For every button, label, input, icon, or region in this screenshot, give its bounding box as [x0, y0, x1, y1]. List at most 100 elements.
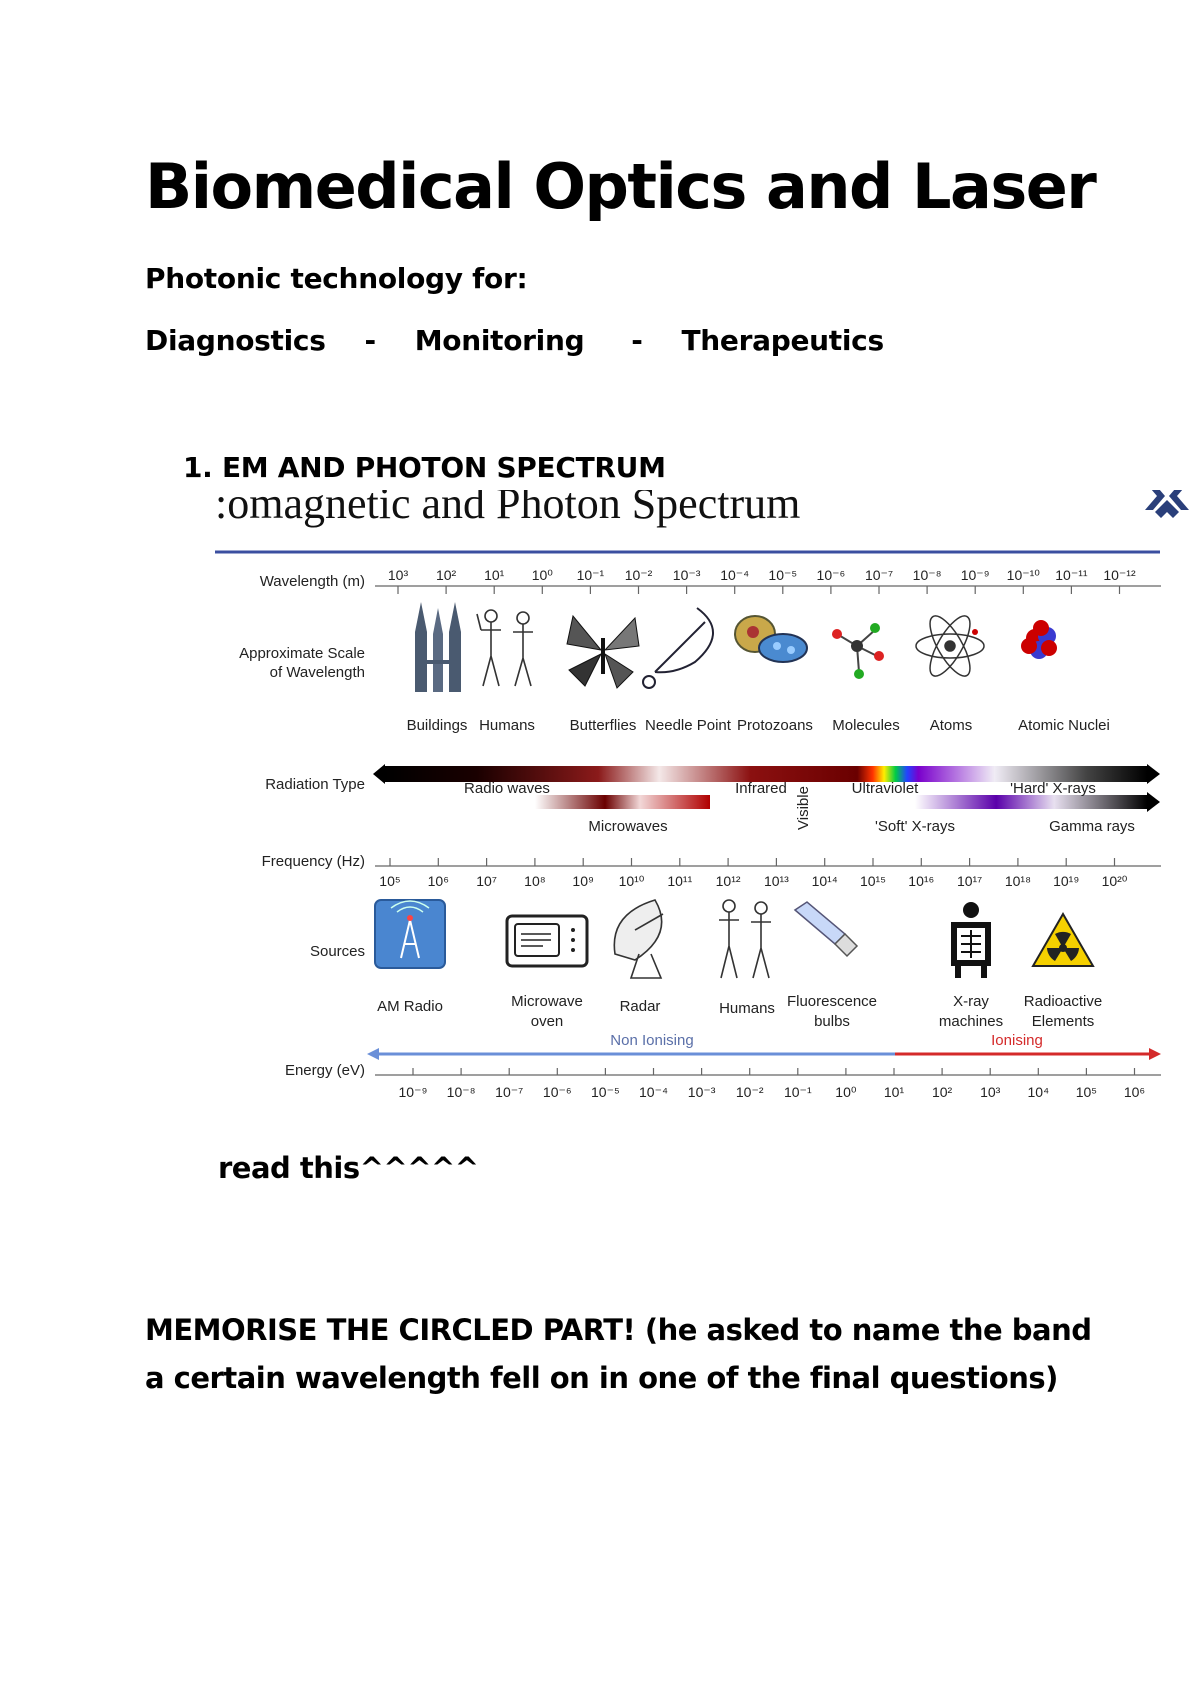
needle-icon	[642, 607, 714, 689]
hard-xray-label: 'Hard' X-rays	[1010, 780, 1096, 797]
scale-captions: Buildings Humans Butterflies Needle Point Pr…	[407, 717, 1110, 734]
radiation-bar	[373, 764, 1160, 812]
source-caption: Radioactive	[1024, 993, 1102, 1010]
wavelength-tick-label: 10²	[436, 567, 457, 583]
microwaves-label: Microwaves	[588, 818, 667, 835]
wavelength-tick-label: 10⁻⁹	[961, 567, 990, 583]
read-note: read this^^^^^	[218, 1151, 479, 1185]
buildings-icon	[415, 602, 461, 692]
frequency-tick-label: 10¹⁸	[1005, 873, 1031, 889]
source-caption: Microwave	[511, 993, 583, 1010]
ionising-indicator	[367, 1048, 1161, 1060]
energy-tick-label: 10⁻⁴	[639, 1084, 668, 1100]
wavelength-tick-label: 10⁻⁸	[913, 567, 942, 583]
source-caption: AM Radio	[377, 998, 443, 1015]
subtitle: Photonic technology for:	[145, 262, 528, 295]
topic-separator: -	[631, 324, 643, 357]
frequency-tick-label: 10¹⁶	[908, 873, 934, 889]
scale-label-line2: of Wavelength	[270, 664, 365, 681]
visible-label: Visible	[795, 786, 812, 830]
radioactive-icon	[1031, 911, 1095, 967]
soft-xray-label: 'Soft' X-rays	[875, 818, 955, 835]
em-spectrum-figure: :omagnetic and Photon Spectrum Wavelengt…	[215, 490, 1190, 1115]
section-heading: 1. EM AND PHOTON SPECTRUM	[183, 451, 666, 484]
source-caption: Fluorescence	[787, 993, 877, 1010]
source-caption: X-ray	[953, 993, 989, 1010]
memorise-line-1: MEMORISE THE CIRCLED PART! (he asked to …	[145, 1313, 1092, 1347]
radio-waves-label: Radio waves	[464, 780, 550, 797]
frequency-tick-label: 10⁸	[524, 873, 546, 889]
topics-line: Diagnostics - Monitoring - Therapeutics	[145, 324, 884, 357]
energy-tick-label: 10⁻³	[688, 1084, 716, 1100]
wavelength-tick-label: 10⁻⁷	[865, 567, 893, 583]
figure-title: :omagnetic and Photon Spectrum	[215, 490, 800, 528]
source-caption: machines	[939, 1013, 1003, 1030]
page-title: Biomedical Optics and Laser	[145, 150, 1097, 223]
sources-captions: AM Radio Microwave oven Radar Humans Fluoresc…	[377, 993, 1102, 1030]
humans-source-icon	[719, 899, 771, 979]
humans-icon	[476, 609, 533, 687]
topic-therapeutics: Therapeutics	[681, 324, 884, 357]
sources-label: Sources	[310, 943, 365, 960]
gamma-label: Gamma rays	[1049, 818, 1135, 835]
atom-icon	[915, 615, 985, 677]
wavelength-tick-label: 10⁻⁴	[720, 567, 749, 583]
energy-tick-label: 10¹	[884, 1084, 905, 1100]
non-ionising-label: Non Ionising	[610, 1032, 693, 1049]
frequency-tick-label: 10¹⁰	[619, 873, 645, 889]
ionising-label: Ionising	[991, 1032, 1043, 1049]
infrared-label: Infrared	[735, 780, 787, 797]
energy-tick-label: 10⁻⁸	[447, 1084, 476, 1100]
wavelength-tick-label: 10⁻²	[625, 567, 653, 583]
frequency-tick-label: 10¹⁷	[957, 873, 982, 889]
frequency-tick-label: 10¹¹	[667, 873, 692, 889]
scale-caption: Needle Point	[645, 717, 732, 734]
logo-icon	[1145, 490, 1189, 518]
fluorescence-bulb-icon	[793, 901, 859, 958]
frequency-tick-label: 10⁹	[572, 873, 594, 889]
energy-tick-label: 10⁰	[835, 1084, 857, 1100]
wavelength-tick-label: 10⁰	[532, 567, 554, 583]
energy-tick-label: 10⁻¹	[784, 1084, 812, 1100]
wavelength-tick-label: 10⁻⁶	[817, 567, 846, 583]
frequency-tick-label: 10¹³	[764, 873, 789, 889]
energy-tick-label: 10⁴	[1028, 1084, 1050, 1100]
source-caption: Humans	[719, 1000, 775, 1017]
topic-diagnostics: Diagnostics	[145, 324, 326, 357]
scale-caption: Butterflies	[570, 717, 637, 734]
scale-caption: Buildings	[407, 717, 468, 734]
scale-caption: Humans	[479, 717, 535, 734]
frequency-tick-label: 10¹⁴	[812, 873, 838, 889]
radiation-label: Radiation Type	[265, 776, 365, 793]
energy-tick-label: 10⁵	[1076, 1084, 1097, 1100]
energy-tick-label: 10⁻⁵	[591, 1084, 620, 1100]
radar-icon	[613, 899, 664, 979]
source-caption: Elements	[1032, 1013, 1095, 1030]
source-caption: bulbs	[814, 1013, 850, 1030]
frequency-tick-label: 10⁷	[476, 873, 497, 889]
wavelength-tick-label: 10⁻³	[673, 567, 701, 583]
source-caption: Radar	[620, 998, 661, 1015]
wavelength-tick-label: 10⁻¹⁰	[1007, 567, 1041, 583]
wavelength-tick-label: 10⁻¹	[577, 567, 605, 583]
protozoans-icon	[734, 615, 808, 663]
energy-tick-label: 10⁻⁹	[399, 1084, 428, 1100]
butterfly-icon	[566, 614, 640, 689]
scale-caption: Atoms	[930, 717, 973, 734]
frequency-tick-label: 10¹⁹	[1053, 873, 1079, 889]
energy-tick-label: 10²	[932, 1084, 953, 1100]
energy-label: Energy (eV)	[285, 1062, 365, 1079]
am-radio-icon	[374, 899, 446, 969]
scale-caption: Protozoans	[737, 717, 813, 734]
source-caption: oven	[531, 1013, 564, 1030]
wavelength-tick-label: 10⁻⁵	[768, 567, 797, 583]
scale-caption: Atomic Nuclei	[1018, 717, 1110, 734]
wavelength-tick-label: 10³	[388, 567, 409, 583]
ultraviolet-label: Ultraviolet	[852, 780, 920, 797]
wavelength-tick-label: 10⁻¹¹	[1055, 567, 1088, 583]
energy-tick-label: 10⁻⁶	[543, 1084, 572, 1100]
